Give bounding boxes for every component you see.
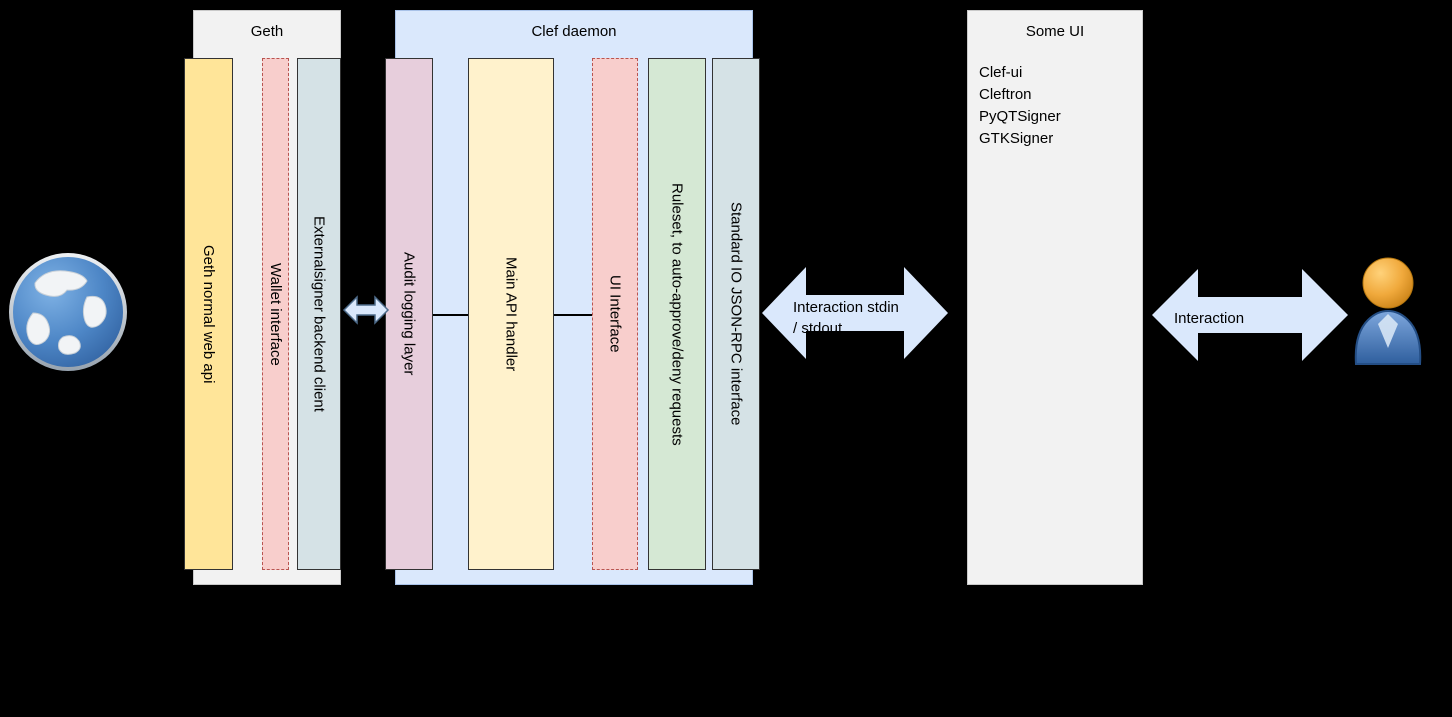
globe-icon <box>7 251 129 378</box>
ruleset-bar: Ruleset, to auto-approve/deny requests <box>648 58 706 570</box>
api-to-ui-connector <box>554 314 592 316</box>
wallet-interface-bar: Wallet interface <box>262 58 289 570</box>
bar-label: Geth normal web api <box>200 244 217 384</box>
interaction-stdin-stdout-label: Interaction stdin / stdout <box>793 299 899 337</box>
bar-label: Main API handler <box>502 256 520 372</box>
standard-io-jsonrpc-bar: Standard IO JSON-RPC interface <box>712 58 760 570</box>
audit-logging-layer-bar: Audit logging layer <box>385 58 433 570</box>
geth-title: Geth <box>250 23 284 40</box>
some-ui-list: Clef-ui Cleftron PyQTSigner GTKSigner <box>979 62 1061 150</box>
main-api-handler-bar: Main API handler <box>468 58 554 570</box>
geth-normal-web-api-bar: Geth normal web api <box>184 58 233 570</box>
some-ui-title: Some UI <box>1025 23 1085 40</box>
bar-label: UI Interface <box>606 275 624 353</box>
bar-label: Externalsigner backend client <box>310 216 328 412</box>
some-ui-list-item: GTKSigner <box>979 130 1054 147</box>
bar-label: Audit logging layer <box>400 252 418 376</box>
some-ui-list-item: Clef-ui <box>979 64 1023 81</box>
bar-label: Wallet interface <box>267 262 284 366</box>
bar-label: Standard IO JSON-RPC interface <box>727 202 745 426</box>
bar-label: Ruleset, to auto-approve/deny requests <box>668 182 686 446</box>
clef-daemon-title: Clef daemon <box>531 23 617 40</box>
some-ui-list-item: PyQTSigner <box>979 108 1061 125</box>
externalsigner-backend-client-bar: Externalsigner backend client <box>297 58 341 570</box>
user-icon <box>1350 256 1426 373</box>
some-ui-list-item: Cleftron <box>979 86 1032 103</box>
audit-to-api-connector <box>433 314 468 316</box>
interaction-label: Interaction <box>1174 310 1245 327</box>
geth-clef-arrow <box>342 295 390 325</box>
ui-interface-bar: UI Interface <box>592 58 638 570</box>
some-ui-container: Some UI <box>967 10 1143 585</box>
